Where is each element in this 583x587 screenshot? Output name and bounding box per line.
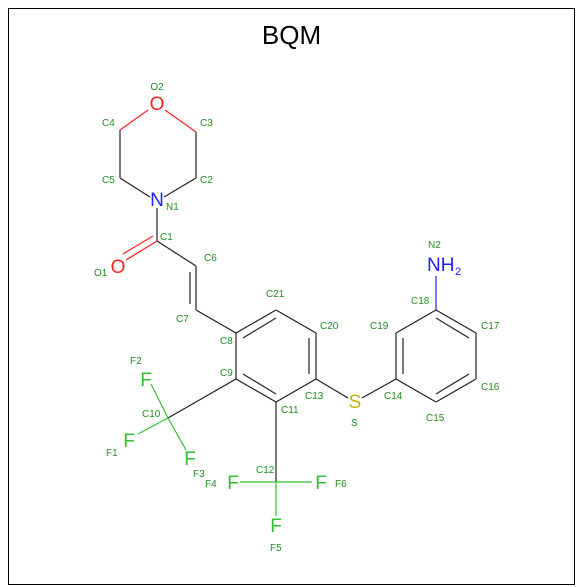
- amine-subscript: 2: [455, 266, 461, 278]
- bond-o2-c4: [119, 109, 149, 131]
- bond-c13-s: [315, 378, 349, 399]
- atom-label-c9: C9: [220, 368, 233, 379]
- atom-label-c12: C12: [256, 465, 275, 476]
- bond-c10-f3: [167, 417, 187, 451]
- bond-c11-c9: [235, 378, 277, 403]
- molecule-title: BQM: [261, 20, 322, 50]
- bond-c9-c10: [167, 378, 237, 419]
- bond-c18-c19: [395, 309, 437, 334]
- bonds-layer: [119, 109, 477, 516]
- bond-c5-n1: [119, 177, 151, 198]
- atom-label-o2: O2: [150, 82, 164, 93]
- fluorine-symbol-f5: F: [270, 516, 282, 537]
- sulfur-symbol: S: [349, 392, 362, 413]
- atom-label-c17: C17: [481, 321, 500, 332]
- atom-label-c20: C20: [320, 321, 339, 332]
- atom-label-c8: C8: [220, 336, 233, 347]
- atom-label-c5: C5: [102, 175, 115, 186]
- bond-c10-f2: [150, 383, 169, 419]
- bond-c1-c6: [156, 240, 197, 267]
- bond-c7-c8: [195, 309, 237, 334]
- fluorine-symbol-f3: F: [184, 449, 196, 470]
- fluorine-symbol-f6: F: [315, 473, 327, 494]
- amine-symbol-nh: NH: [427, 255, 454, 276]
- atom-label-f5: F5: [270, 543, 282, 554]
- diagram-frame: [8, 8, 575, 585]
- atom-label-c21: C21: [266, 289, 285, 300]
- atom-label-c10: C10: [142, 409, 161, 420]
- atom-label-c11: C11: [281, 405, 299, 416]
- bond-c1-o1-a: [125, 240, 158, 261]
- bond-c13-c11: [275, 378, 317, 403]
- oxygen-symbol-o1: O: [111, 257, 126, 278]
- bond-c8-c21: [235, 309, 277, 334]
- bond-c2-n1: [163, 177, 197, 198]
- atom-label-c6: C6: [204, 253, 217, 264]
- atom-label-c7: C7: [176, 314, 189, 325]
- atom-label-s: S: [351, 418, 358, 429]
- bond-c11-c9-inner: [242, 373, 277, 395]
- fluorine-symbol-f4: F: [227, 473, 239, 494]
- atom-label-n2: N2: [428, 240, 441, 251]
- atom-labels: O2 C3 C4 C2 C5 N1 C1 C6 O1 C7 C21 C8 C20…: [94, 82, 500, 554]
- atom-label-c19: C19: [370, 321, 389, 332]
- bond-o2-c3: [164, 109, 197, 133]
- bond-c21-c20: [275, 309, 317, 334]
- atom-label-f1: F1: [106, 448, 118, 459]
- atom-label-f4: F4: [205, 479, 217, 490]
- atom-label-f3: F3: [193, 469, 205, 480]
- atom-label-f2: F2: [130, 356, 142, 367]
- bond-c15-c16-inner: [435, 373, 470, 395]
- atom-label-c15: C15: [426, 413, 445, 424]
- atom-label-c16: C16: [481, 382, 500, 393]
- atom-label-c18: C18: [411, 296, 430, 307]
- atom-label-c3: C3: [200, 118, 213, 129]
- bond-c8-c21-inner: [242, 317, 277, 339]
- nitrogen-symbol-n1: N: [150, 190, 164, 211]
- atom-label-c2: C2: [200, 175, 213, 186]
- fluorine-symbol-f1: F: [123, 431, 135, 452]
- bond-c17-c18: [435, 309, 477, 334]
- bond-c15-c16: [435, 378, 477, 403]
- element-symbols: O N O F F F F F F S NH 2: [111, 94, 462, 537]
- oxygen-symbol-o2: O: [150, 94, 165, 115]
- atom-label-c4: C4: [102, 118, 115, 129]
- bond-c10-f1: [137, 417, 169, 435]
- atom-label-o1: O1: [94, 268, 108, 279]
- atom-label-c13: C13: [305, 391, 324, 402]
- atom-label-c1: C1: [160, 232, 173, 243]
- bond-c17-c18-inner: [435, 317, 470, 339]
- bond-s-c14: [361, 378, 397, 399]
- bond-c14-c15: [395, 378, 437, 403]
- atom-label-n1: N1: [166, 202, 179, 213]
- fluorine-symbol-f2: F: [140, 370, 152, 391]
- atom-label-c14: C14: [384, 391, 403, 402]
- atom-label-f6: F6: [335, 479, 347, 490]
- bond-c1-o1-b: [122, 235, 154, 255]
